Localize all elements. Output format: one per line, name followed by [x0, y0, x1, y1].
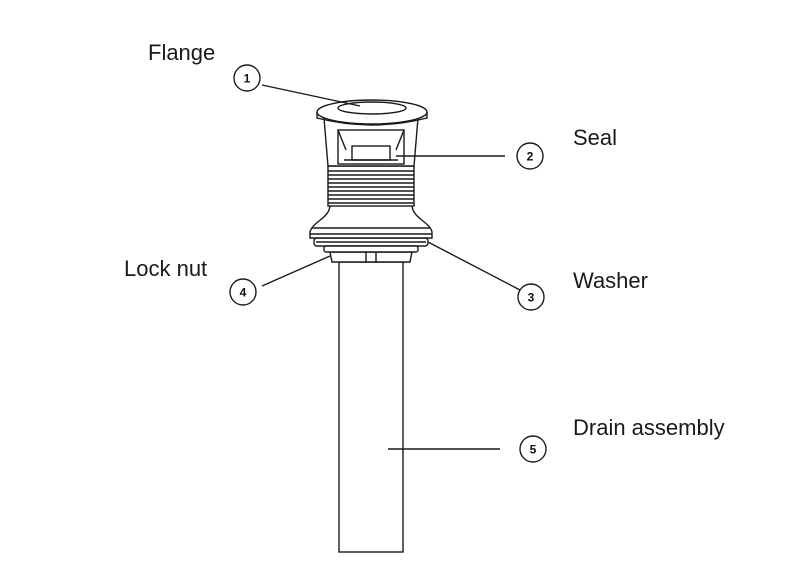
- washer-part: [313, 237, 429, 253]
- badge-5: 5: [519, 435, 547, 463]
- label-drain-assembly: Drain assembly: [573, 415, 725, 440]
- threaded-body: [327, 165, 415, 207]
- body-flare: [309, 204, 433, 239]
- badge-3-number: 3: [528, 291, 535, 305]
- badge-5-number: 5: [530, 443, 537, 457]
- leader-line-4: [261, 255, 331, 287]
- label-seal: Seal: [573, 125, 618, 150]
- label-washer: Washer: [573, 268, 648, 293]
- badge-3: 3: [517, 283, 545, 311]
- badge-2-number: 2: [527, 150, 534, 164]
- leader-line-3: [427, 241, 521, 291]
- badge-1: 1: [233, 64, 261, 92]
- label-lock-nut: Lock nut: [124, 256, 208, 281]
- leader-line-1: [261, 84, 361, 107]
- lock-nut-part: [329, 251, 413, 263]
- label-flange: Flange: [148, 40, 216, 65]
- badge-4-number: 4: [240, 286, 247, 300]
- badge-2: 2: [516, 142, 544, 170]
- badge-1-number: 1: [244, 72, 251, 86]
- badge-4: 4: [229, 278, 257, 306]
- drain-pipe: [338, 261, 404, 553]
- seal-cage: [323, 117, 419, 167]
- flange-part: [316, 99, 428, 126]
